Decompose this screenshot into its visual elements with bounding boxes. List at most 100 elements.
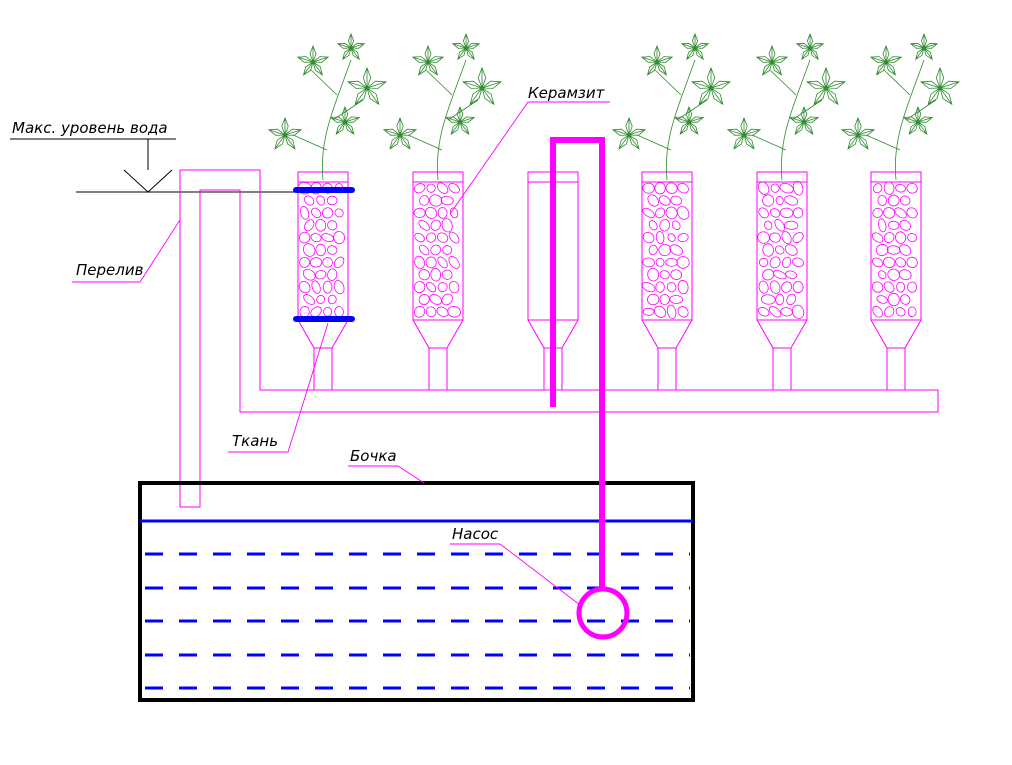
- clay-pebble: [676, 256, 690, 269]
- clay-pebble: [302, 268, 316, 281]
- expanded-clay-leader-line: [449, 101, 610, 215]
- leaf: [411, 44, 445, 76]
- clay-pebble: [792, 207, 804, 219]
- clay-pebble: [669, 244, 683, 256]
- clay-pebble: [642, 257, 655, 268]
- clay-pebble: [413, 281, 426, 294]
- leaf: [296, 44, 330, 76]
- clay-pebble: [757, 307, 770, 317]
- plant: [840, 32, 961, 181]
- clay-pebble: [419, 195, 430, 206]
- clay-pebble: [872, 183, 883, 194]
- clay-pebble: [334, 306, 344, 318]
- clay-pebble: [786, 293, 797, 306]
- clay-pebble: [655, 257, 665, 267]
- leaf: [690, 66, 732, 106]
- clay-pebble: [327, 245, 338, 255]
- fabric-label: Ткань: [232, 432, 278, 450]
- leaf: [611, 116, 647, 150]
- clay-pebble: [899, 219, 911, 231]
- leaf: [755, 44, 789, 76]
- clay-pebble: [321, 207, 334, 219]
- clay-pebble: [883, 207, 896, 219]
- leaf: [329, 105, 361, 135]
- clay-pebble: [887, 194, 900, 207]
- clay-pebble: [311, 207, 322, 219]
- plant: [382, 32, 503, 181]
- clay-pebble: [792, 281, 804, 294]
- clay-pebble: [647, 268, 660, 282]
- clay-pebble: [883, 232, 895, 244]
- leaf: [267, 116, 303, 150]
- barrel-leader-line: [348, 465, 425, 484]
- clay-pebble: [436, 182, 449, 194]
- clay-pebble: [677, 306, 689, 318]
- clay-pebble: [775, 293, 785, 306]
- clay-pebble: [791, 304, 805, 319]
- clay-pebble: [436, 306, 449, 317]
- clay-pebble: [425, 206, 438, 219]
- clay-pebble: [764, 220, 773, 231]
- clay-pebble: [900, 294, 911, 305]
- clay-pebble: [327, 220, 338, 231]
- clay-pebble: [677, 280, 689, 295]
- clay-pebble: [425, 256, 437, 269]
- clay-pebble: [441, 293, 453, 306]
- clay-pebble: [659, 219, 671, 232]
- clay-pebble: [871, 232, 884, 243]
- clay-pebble: [298, 231, 311, 244]
- leaf: [869, 44, 903, 76]
- clay-pebble: [426, 183, 436, 193]
- clay-pebble: [896, 281, 906, 293]
- clay-pebble: [304, 195, 315, 206]
- clay-pebble: [669, 295, 683, 304]
- leaf: [726, 116, 762, 150]
- clay-pebble: [418, 294, 430, 305]
- clay-pebble: [437, 232, 449, 243]
- clay-pebble: [878, 270, 887, 280]
- clay-pebble: [310, 306, 322, 318]
- clay-pebble: [333, 256, 345, 269]
- clay-pebble: [642, 207, 655, 218]
- clay-pebble: [895, 231, 907, 244]
- clay-pebble: [762, 194, 775, 207]
- clay-pebble: [882, 256, 896, 268]
- leaf: [346, 66, 388, 106]
- clay-pebble: [667, 233, 676, 242]
- clay-pebble: [670, 269, 683, 280]
- clay-pebble: [304, 219, 315, 232]
- clay-pebble: [314, 270, 327, 280]
- clay-pebble: [437, 207, 448, 219]
- plant-pot: [611, 32, 732, 391]
- clay-pebble: [426, 281, 437, 293]
- clay-pebble: [894, 207, 907, 219]
- clay-pebble: [333, 280, 345, 295]
- clay-pebble: [299, 306, 310, 318]
- leaf: [640, 44, 674, 76]
- clay-pebble: [298, 280, 311, 294]
- clay-pebble: [907, 281, 918, 293]
- leaf: [680, 32, 710, 61]
- clay-pebble: [887, 292, 900, 307]
- clay-pebble: [872, 207, 883, 218]
- clay-pebble: [774, 245, 785, 255]
- clay-pebble: [883, 281, 895, 293]
- clay-pebble: [666, 281, 677, 293]
- clay-pebble: [887, 268, 900, 281]
- clay-pebble: [762, 243, 775, 257]
- leaf: [919, 66, 961, 106]
- clay-pebble: [448, 255, 460, 269]
- clay-pebble: [419, 244, 430, 256]
- clay-pebble: [654, 305, 667, 318]
- clay-pebble: [414, 255, 426, 269]
- clay-pebble: [782, 256, 792, 269]
- clay-pebble: [448, 280, 460, 294]
- clay-pebble: [425, 306, 437, 318]
- clay-pebble: [670, 195, 683, 206]
- clay-pebble: [769, 280, 781, 294]
- clay-pebble: [323, 307, 333, 317]
- clay-pebble: [899, 195, 911, 206]
- clay-pebble: [872, 305, 883, 318]
- clay-pebble: [655, 207, 666, 219]
- clay-pebble: [876, 295, 888, 304]
